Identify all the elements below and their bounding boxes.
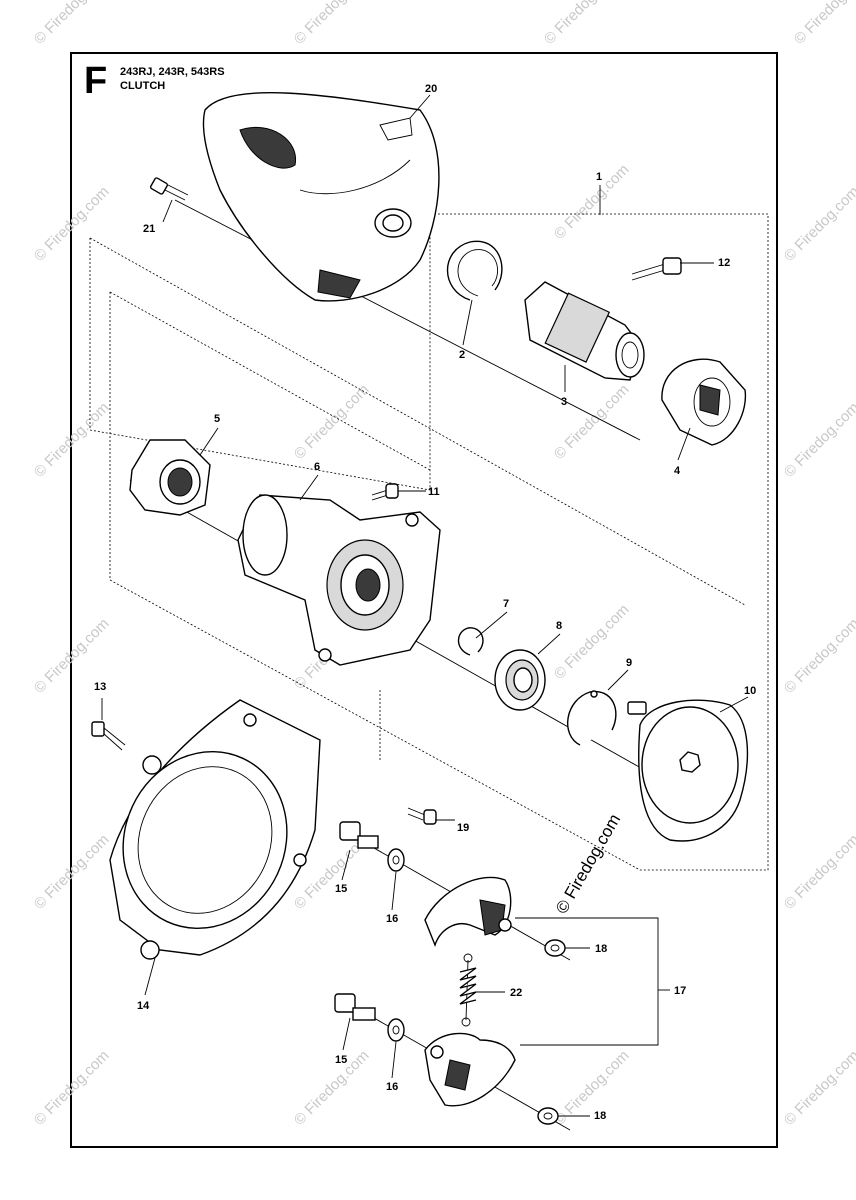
callout-9: 9: [626, 657, 632, 669]
callout-15: 15: [335, 883, 347, 895]
callout-14: 14: [137, 1000, 150, 1012]
axis-line: [89, 237, 746, 606]
watermark-text: © Firedog.com: [291, 381, 373, 463]
part-9-retaining-ring: [566, 690, 617, 746]
callout-8: 8: [556, 620, 562, 632]
callout-17: 17: [674, 985, 686, 997]
part-14-housing: [109, 699, 321, 960]
part-8-bearing: [494, 649, 546, 711]
axis-line: [109, 291, 431, 471]
watermark-main: © Firedog.com: [552, 811, 624, 917]
callout-6: 6: [314, 461, 320, 473]
model-list: 243RJ, 243R, 543RS: [120, 66, 225, 78]
watermark-text: © Firedog.com: [781, 831, 856, 913]
part-15-pivot-bolt: [339, 821, 379, 849]
watermark-text: © Firedog.com: [791, 0, 856, 48]
callout-16: 16: [386, 913, 398, 925]
part-2-circlip: [446, 240, 503, 301]
part-6-clutch-housing: [237, 494, 441, 666]
part-17-clutch-shoe: [424, 1032, 516, 1107]
group-outline-a: [89, 214, 431, 491]
callout-1: 1: [596, 171, 602, 183]
callout-15: 15: [335, 1054, 347, 1066]
watermark-text: © Firedog.com: [31, 0, 113, 48]
diagram-frame: [70, 52, 778, 1148]
callout-4: 4: [674, 465, 681, 477]
watermark-text: © Firedog.com: [31, 183, 113, 265]
callout-labels: 1 2 3 4 5 6 7 8 9 10 11 12 13 14 15 15 1…: [94, 83, 756, 1122]
callout-21: 21: [143, 223, 155, 235]
part-20-clutch-cover: [202, 91, 440, 302]
part-22-spring: [459, 953, 477, 1027]
part-11-screw: [371, 483, 399, 501]
watermark-text: © Firedog.com: [291, 1047, 373, 1129]
callout-3: 3: [561, 396, 567, 408]
callout-11: 11: [428, 486, 440, 498]
watermark-text: © Firedog.com: [31, 1047, 113, 1129]
callout-18: 18: [594, 1110, 606, 1122]
watermark-text: © Firedog.com: [541, 0, 623, 48]
watermark-text: © Firedog.com: [781, 399, 856, 481]
part-13-screw: [91, 721, 126, 751]
callout-20: 20: [425, 83, 437, 95]
part-16-washer: [387, 848, 405, 872]
callout-2: 2: [459, 349, 465, 361]
callout-10: 10: [744, 685, 756, 697]
callout-13: 13: [94, 681, 106, 693]
callout-12: 12: [718, 257, 730, 269]
callout-22: 22: [510, 987, 522, 999]
watermark-text: © Firedog.com: [551, 601, 633, 683]
watermark-text: © Firedog.com: [551, 161, 633, 243]
part-21-screw: [149, 177, 189, 201]
part-16-washer: [387, 1018, 405, 1042]
watermark-text: © Firedog.com: [781, 183, 856, 265]
group-outline-1: [430, 213, 769, 608]
part-10-clutch-drum: [627, 699, 749, 842]
section-title: CLUTCH: [120, 80, 166, 92]
leader-lines: [101, 94, 749, 1117]
group-outline-b: [109, 292, 769, 871]
watermark-text: © Firedog.com: [291, 0, 373, 48]
part-18-washer: [544, 939, 566, 957]
callout-5: 5: [214, 413, 220, 425]
watermark-text: © Firedog.com: [31, 831, 113, 913]
part-18-washer: [537, 1107, 559, 1125]
callout-19: 19: [457, 822, 469, 834]
watermark-text: © Firedog.com: [551, 1047, 633, 1129]
part-17-clutch-shoe: [424, 876, 512, 948]
part-4-ring: [661, 358, 747, 446]
section-letter: F: [84, 60, 108, 102]
watermark-text: © Firedog.com: [31, 399, 113, 481]
part-5-coupling: [129, 439, 211, 516]
part-3-sleeve: [524, 281, 645, 381]
watermark-text: © Firedog.com: [781, 615, 856, 697]
part-19-screw: [407, 807, 437, 825]
callout-7: 7: [503, 598, 509, 610]
part-12-bolt: [631, 257, 682, 281]
part-7-snap-ring: [457, 627, 484, 656]
callout-16: 16: [386, 1081, 398, 1093]
part-15-pivot-bolt: [334, 993, 376, 1021]
watermark-text: © Firedog.com: [551, 381, 633, 463]
watermark-text: © Firedog.com: [781, 1047, 856, 1129]
callout-18: 18: [595, 943, 607, 955]
